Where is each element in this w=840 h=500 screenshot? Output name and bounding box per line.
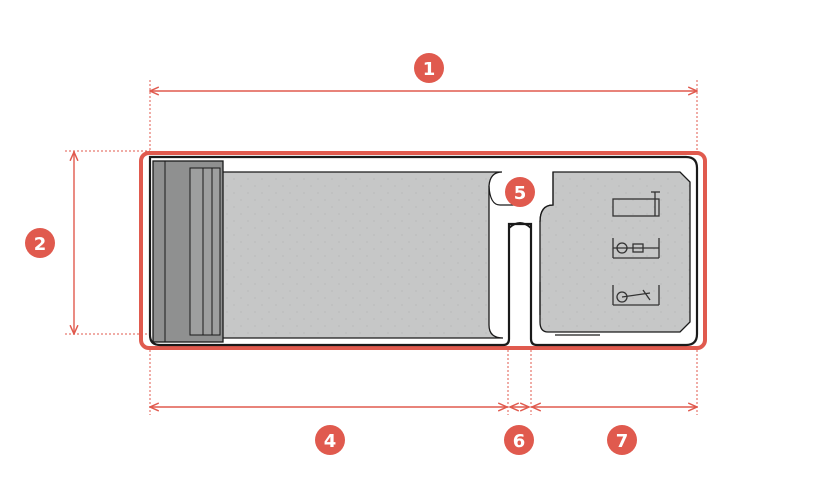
stationary-bike-icon [612, 285, 660, 306]
elliptical-trainer-icon [612, 238, 660, 259]
marker-7-label: 7 [616, 431, 629, 452]
marker-1: 1 [414, 53, 444, 83]
marker-6: 6 [504, 425, 534, 455]
spa-water [539, 171, 691, 333]
marker-4-label: 4 [324, 431, 337, 452]
marker-1-label: 1 [423, 59, 436, 80]
treadmill-icon [612, 191, 660, 217]
pool-outline-highlight [139, 151, 707, 350]
marker-4: 4 [315, 425, 345, 455]
pool-body [148, 155, 699, 347]
marker-5: 5 [505, 177, 535, 207]
marker-7: 7 [607, 425, 637, 455]
main-pool-water [219, 171, 504, 339]
marker-2: 2 [25, 228, 55, 258]
marker-6-label: 6 [513, 431, 526, 452]
divider-wall [508, 222, 532, 336]
marker-2-label: 2 [34, 234, 47, 255]
entry-steps [152, 160, 224, 343]
marker-5-label: 5 [514, 183, 527, 204]
